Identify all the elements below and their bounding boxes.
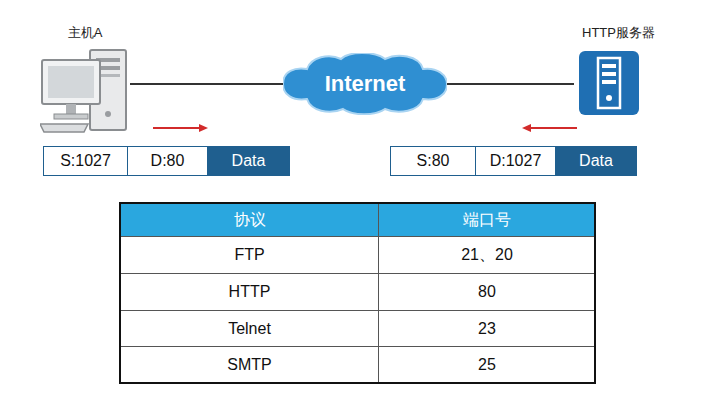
network-link [447,84,574,85]
computer-icon [40,48,130,134]
table-cell: 21、20 [378,236,596,274]
field-text: Data [579,152,613,170]
field-text: D:80 [151,152,185,170]
table-header: 端口号 [378,203,596,237]
table-header: 协议 [120,203,379,237]
field-text: Data [232,152,266,170]
field-text: D:1027 [490,152,542,170]
table-cell: HTTP [120,273,379,311]
host-node: 主机A [40,24,130,132]
table-cell: 23 [378,310,596,347]
table-cell: SMTP [120,346,379,384]
server-node: HTTP服务器 [574,24,670,118]
packet-field: D:80 [127,146,208,176]
packet-field: D:1027 [475,146,556,176]
field-text: S:1027 [60,152,111,170]
packet-data: Data [207,146,290,176]
packet-field: S:1027 [43,146,128,176]
internet-cloud: Internet [283,53,447,115]
network-link [130,84,283,85]
table-cell: 25 [378,346,596,384]
cloud-label: Internet [325,71,406,97]
icon-label: HTTP服务器 [574,24,670,42]
packet-data: Data [555,146,637,176]
icon-label: 主机A [40,24,130,42]
table-cell: 80 [378,273,596,311]
server-icon [578,50,640,116]
table-cell: FTP [120,236,379,274]
field-text: S:80 [417,152,450,170]
table-cell: Telnet [120,310,379,347]
packet-field: S:80 [390,146,476,176]
